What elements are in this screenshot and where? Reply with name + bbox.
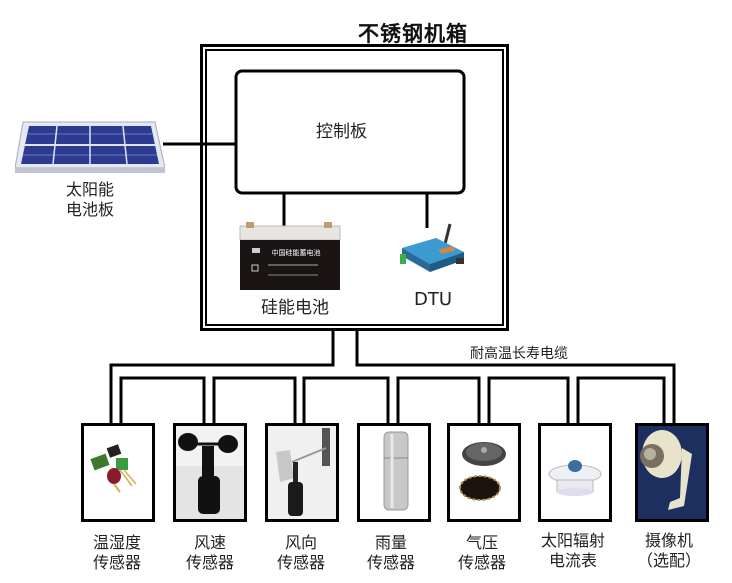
branch-4 xyxy=(396,376,481,423)
cabinet-inner-border xyxy=(205,49,504,326)
sensor-label-line2: 传感器 xyxy=(457,553,506,572)
pyranometer-icon xyxy=(548,460,602,496)
branch-1 xyxy=(119,376,206,423)
battery-label: 硅能电池 xyxy=(261,298,329,318)
battery: 中国硅能蓄电池 xyxy=(238,220,343,292)
sensor-label-line1: 太阳辐射 xyxy=(540,531,605,550)
sensor-label-line1: 温湿度 xyxy=(92,533,141,552)
sensor-label-solar-radiation: 太阳辐射 电流表 xyxy=(523,531,623,571)
sensor-label-line2: 传感器 xyxy=(185,553,234,572)
sensor-label-line1: 雨量 xyxy=(374,533,407,552)
sensor-box-wind-speed xyxy=(173,423,247,522)
sensor-label-line2: （选配） xyxy=(636,551,701,570)
dtu-icon xyxy=(400,223,464,272)
cable-label: 耐高温长寿电缆 xyxy=(470,346,568,362)
dtu-label: DTU xyxy=(414,289,453,310)
sensor-label-temp-humidity: 温湿度 传感器 xyxy=(67,533,167,573)
solar-panel-label: 太阳能 电池板 xyxy=(58,180,122,220)
wind-vane-icon xyxy=(268,426,336,519)
sensor-label-line1: 风速 xyxy=(193,533,226,552)
battery-brand-text: 中国硅能蓄电池 xyxy=(272,248,321,257)
cabinet-outer-border xyxy=(200,44,509,331)
sensor-box-wind-direction xyxy=(265,423,339,522)
solar-panel-label-line1: 太阳能 xyxy=(65,180,114,199)
sensor-box-solar-radiation xyxy=(538,423,612,522)
sensor-label-wind-direction: 风向 传感器 xyxy=(251,533,351,573)
bus-right xyxy=(355,330,676,423)
control-board-label: 控制板 xyxy=(316,122,367,142)
branch-5 xyxy=(487,376,570,423)
sensor-label-wind-speed: 风速 传感器 xyxy=(160,533,260,573)
anemometer-icon xyxy=(176,426,244,519)
sensor-box-camera xyxy=(635,423,709,522)
camera-icon xyxy=(638,426,706,519)
dtu-device xyxy=(398,222,468,282)
sensor-label-line2: 电流表 xyxy=(548,551,597,570)
control-board-box xyxy=(234,69,466,195)
sensor-box-rain xyxy=(357,423,431,522)
solar-panel-icon xyxy=(14,121,166,173)
sensor-label-line1: 风向 xyxy=(284,533,317,552)
sensor-label-camera: 摄像机 （选配） xyxy=(619,531,719,571)
solar-panel-label-line2: 电池板 xyxy=(65,200,114,219)
temp-humidity-sensor-icon xyxy=(90,444,137,493)
sensor-box-temp-humidity xyxy=(81,423,155,522)
rain-gauge-icon xyxy=(383,431,409,511)
sensor-label-rain: 雨量 传感器 xyxy=(341,533,441,573)
sensor-label-pressure: 气压 传感器 xyxy=(432,533,532,573)
sensor-label-line2: 传感器 xyxy=(276,553,325,572)
battery-icon: 中国硅能蓄电池 xyxy=(239,222,341,290)
sensor-label-line2: 传感器 xyxy=(92,553,141,572)
sensor-label-line2: 传感器 xyxy=(366,553,415,572)
solar-panel xyxy=(14,120,166,174)
branch-2 xyxy=(212,376,297,423)
sensor-label-line1: 气压 xyxy=(465,533,498,552)
branch-6 xyxy=(576,376,666,423)
bus-left xyxy=(109,330,335,423)
barometer-icon xyxy=(459,442,506,501)
branch-3 xyxy=(302,376,390,423)
sensor-box-pressure xyxy=(447,423,521,522)
cabinet-title: 不锈钢机箱 xyxy=(358,22,468,46)
sensor-label-line1: 摄像机 xyxy=(644,531,693,550)
